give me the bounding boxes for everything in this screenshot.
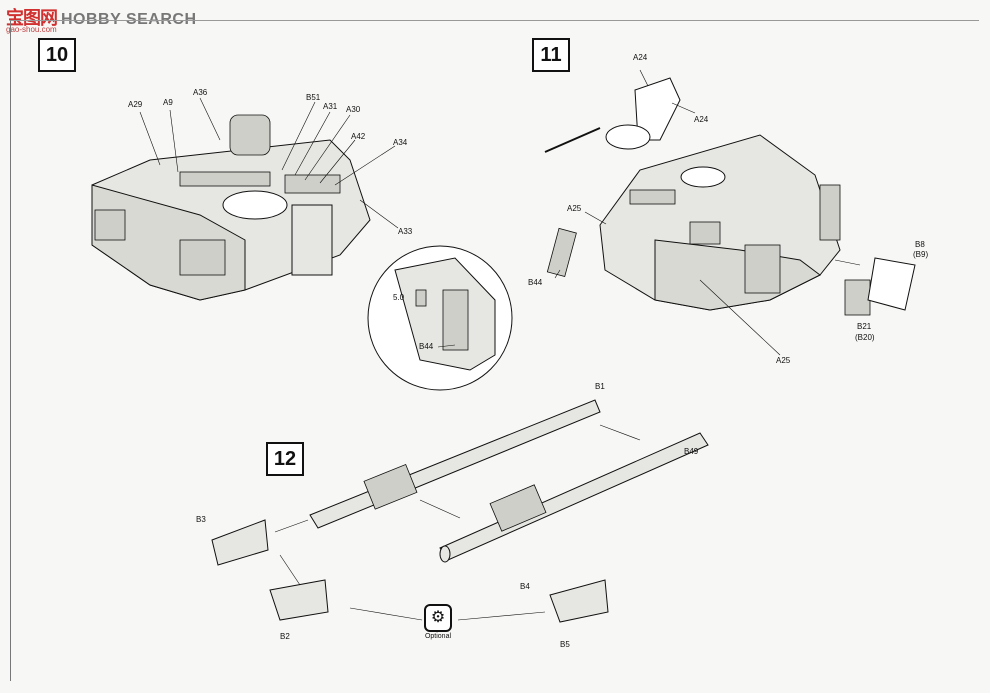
part-label-b44: B44 xyxy=(528,278,543,287)
step10-detail-circle xyxy=(367,245,513,391)
part-label-a34: A34 xyxy=(393,138,408,147)
part-label-a30: A30 xyxy=(346,105,361,114)
part-label-b9: (B9) xyxy=(913,250,929,259)
watermark-site: gao-shou.com xyxy=(6,25,57,34)
step-number-11: 11 xyxy=(532,38,570,72)
part-label-b51: B51 xyxy=(306,93,321,102)
optional-marker: ⚙ Optional xyxy=(421,604,455,640)
part-label-b3: B3 xyxy=(196,515,206,524)
part-label-b1: B1 xyxy=(595,382,605,391)
part-label-a42: A42 xyxy=(351,132,366,141)
part-label-a25-left: A25 xyxy=(567,204,582,213)
step-number-12: 12 xyxy=(266,442,304,476)
part-label-a9: A9 xyxy=(163,98,173,107)
part-label-a33: A33 xyxy=(398,227,413,236)
step12-barrel-drawing xyxy=(211,399,709,623)
part-label-b44-detail: B44 xyxy=(419,342,434,351)
part-label-b49: B49 xyxy=(684,447,699,456)
part-label-b20: (B20) xyxy=(855,333,875,342)
optional-label: Optional xyxy=(424,633,452,640)
part-label-b5: B5 xyxy=(560,640,570,649)
part-label-a24-top: A24 xyxy=(633,53,648,62)
watermark-logo: 宝图网 xyxy=(6,8,58,28)
optional-gear-icon: ⚙ xyxy=(424,604,452,632)
step-number-10: 10 xyxy=(38,38,76,72)
part-label-b2: B2 xyxy=(280,632,290,641)
watermark-brand: HOBBY SEARCH xyxy=(61,11,197,28)
dimension-label: 5.0 xyxy=(393,293,405,302)
part-label-a25-bottom: A25 xyxy=(776,356,791,365)
part-label-b4: B4 xyxy=(520,582,530,591)
part-label-a36: A36 xyxy=(193,88,208,97)
part-label-b21: B21 xyxy=(857,322,872,331)
part-label-a29: A29 xyxy=(128,100,143,109)
instruction-sheet xyxy=(10,20,979,681)
step10-turret-drawing xyxy=(91,97,399,301)
part-label-b8: B8 xyxy=(915,240,925,249)
step11-turret-drawing xyxy=(544,69,916,356)
part-label-a31: A31 xyxy=(323,102,338,111)
part-label-a24-side: A24 xyxy=(694,115,709,124)
